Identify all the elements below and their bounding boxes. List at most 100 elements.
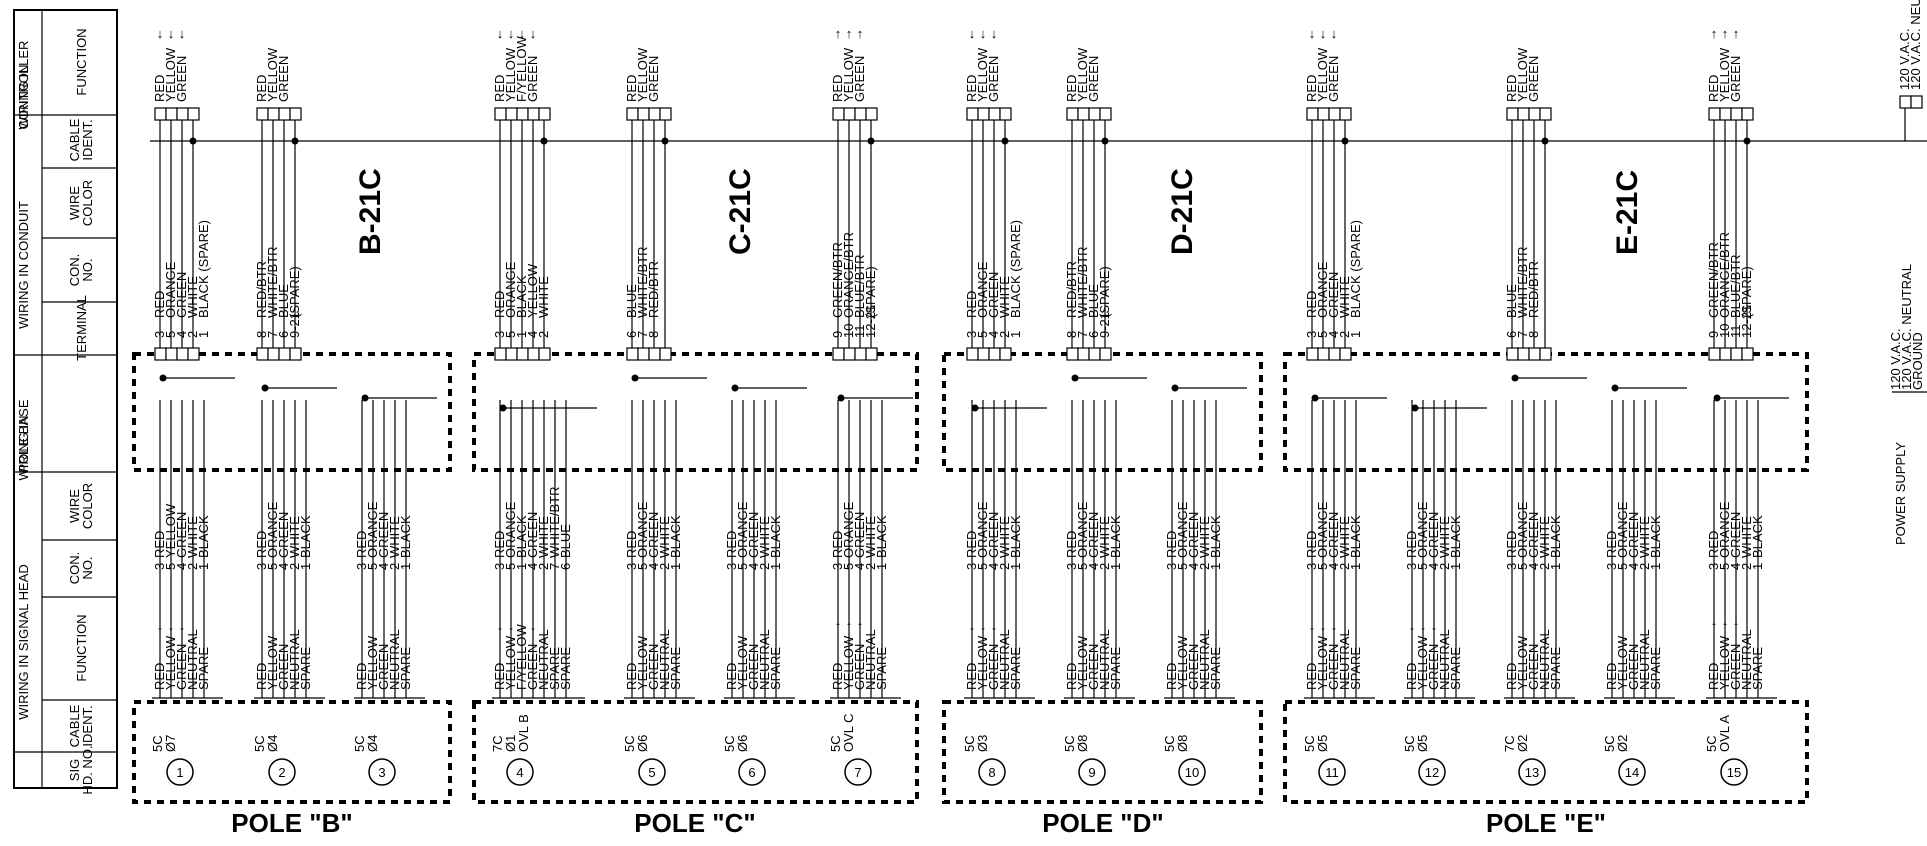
controller-function-label: RED	[964, 75, 979, 102]
head-con-number: 2	[863, 563, 878, 570]
head-function: NEUTRAL	[1097, 629, 1112, 690]
conduit-wire-color: RED	[152, 291, 167, 318]
head-function: RED	[1706, 663, 1721, 690]
arrow-down-icon: ↓	[519, 618, 526, 633]
head-function: SPARE	[196, 647, 211, 690]
bus-junction	[1001, 137, 1009, 145]
controller-function-label: YELLOW	[975, 47, 990, 102]
head-wire-color: ORANGE	[503, 501, 518, 558]
conduit-con-number: 3	[492, 331, 507, 338]
legend-column-label: TERMINAL	[74, 295, 89, 361]
pole-base-terminal	[1539, 347, 1552, 361]
head-function: YELLOW	[1515, 635, 1530, 690]
head-con-number: 1	[668, 563, 683, 570]
head-cable-ident: Ø1	[503, 735, 518, 752]
controller-function-label: RED	[492, 75, 507, 102]
conduit-con-number: 6	[1504, 331, 1519, 338]
controller-function-label: RED	[1706, 75, 1721, 102]
head-cable-size: 5C	[1162, 735, 1177, 752]
conduit-con-number: 4	[525, 331, 540, 338]
head-cable-ident: Ø8	[1175, 735, 1190, 752]
conduit-wire-color: BLUE	[1504, 284, 1519, 318]
head-con-number: 1	[874, 563, 889, 570]
head-cable-size: 5C	[252, 735, 267, 752]
conduit-con-number: 12-21	[1739, 305, 1754, 338]
controller-terminal	[1528, 107, 1541, 121]
head-con-number: 3	[724, 563, 739, 570]
head-function: GREEN	[1526, 644, 1541, 690]
controller-terminal	[966, 107, 979, 121]
head-function: GREEN	[1626, 644, 1641, 690]
arrow-down-icon: ↓	[1420, 618, 1427, 633]
controller-terminal	[267, 107, 280, 121]
head-function: YELLOW	[1415, 635, 1430, 690]
pole-base-terminal	[999, 347, 1012, 361]
pole-base-terminal	[154, 347, 167, 361]
pole-base-terminal	[1328, 347, 1341, 361]
head-wire-color: RED	[354, 531, 369, 558]
head-con-number: 5	[503, 563, 518, 570]
head-function: YELLOW	[1315, 635, 1330, 690]
conduit-con-number: 3	[964, 331, 979, 338]
head-con-number: 2	[657, 563, 672, 570]
conduit-wire-color: WHITE	[185, 276, 200, 318]
head-function: RED	[964, 663, 979, 690]
cable-group: REDYELLOWGREEN8RED/BTR7WHITE/BTR6BLUE9-2…	[254, 47, 302, 361]
signal-head-number-circle	[844, 758, 872, 786]
head-cable-ident: Ø8	[1075, 735, 1090, 752]
head-cable-ident: Ø4	[265, 735, 280, 752]
bus-junction	[1341, 137, 1349, 145]
head-function: SPARE	[874, 647, 889, 690]
controller-function-label: GREEN	[1086, 56, 1101, 102]
head-function: SPARE	[1348, 647, 1363, 690]
controller-terminal	[176, 107, 189, 121]
conduit-wire-color: BLUE	[624, 284, 639, 318]
controller-function-label: YELLOW	[1717, 47, 1732, 102]
arrow-up-icon: ↑	[835, 26, 842, 41]
legend-column-label: FUNCTION	[74, 614, 89, 681]
arrow-down-icon: ↓	[991, 618, 998, 633]
conduit-wire-color: ORANGE/BTR	[1717, 232, 1732, 318]
conduit-con-number: 2	[536, 331, 551, 338]
head-con-number: 3	[152, 563, 167, 570]
signal-head-number-circle	[166, 758, 194, 786]
pole-base-terminal	[1719, 347, 1732, 361]
head-wire-color: RED	[1706, 531, 1721, 558]
arrow-down-icon: ↓	[1409, 618, 1416, 633]
head-function: YELLOW	[841, 635, 856, 690]
signal-head-number-circle	[1518, 758, 1546, 786]
pole-base-terminal	[267, 347, 280, 361]
head-cable-size: 5C	[828, 735, 843, 752]
head-con-number: 2	[387, 563, 402, 570]
controller-terminal	[538, 107, 551, 121]
head-function: YELLOW	[1175, 635, 1190, 690]
head-con-number: 7	[547, 563, 562, 570]
head-con-number: 4	[646, 563, 661, 570]
conduit-con-number: 4	[986, 331, 1001, 338]
legend-column-label: SIGHD. NO.	[67, 745, 95, 794]
conduit-wire-color: ORANGE/BTR	[841, 232, 856, 318]
arrow-down-icon: ↓	[179, 618, 186, 633]
bus-junction	[540, 137, 548, 145]
conduit-con-number: 7	[635, 331, 650, 338]
head-con-number: 2	[536, 563, 551, 570]
controller-function-label: RED	[624, 75, 639, 102]
tap-junction	[1311, 394, 1319, 402]
signal-head-number-circle	[638, 758, 666, 786]
arrow-down-icon: ↓	[969, 26, 976, 41]
signal-head-number: 14	[1625, 765, 1639, 780]
conduit-wire-color: YELLOW	[525, 263, 540, 318]
head-function: RED	[724, 663, 739, 690]
signal-head-box-e	[1283, 700, 1809, 804]
head-wire-color: GREEN	[1426, 512, 1441, 558]
head-con-number: 4	[174, 563, 189, 570]
tap-junction	[1713, 394, 1721, 402]
head-con-number: 2	[287, 563, 302, 570]
power-supply-line: 120 V.A.C.	[1888, 328, 1903, 390]
head-cable-size: 5C	[150, 735, 165, 752]
head-function: RED	[354, 663, 369, 690]
head-function: GREEN	[1186, 644, 1201, 690]
head-con-number: 1	[1750, 563, 1765, 570]
head-function: YELLOW	[265, 635, 280, 690]
arrow-up-icon: ↑	[857, 26, 864, 41]
